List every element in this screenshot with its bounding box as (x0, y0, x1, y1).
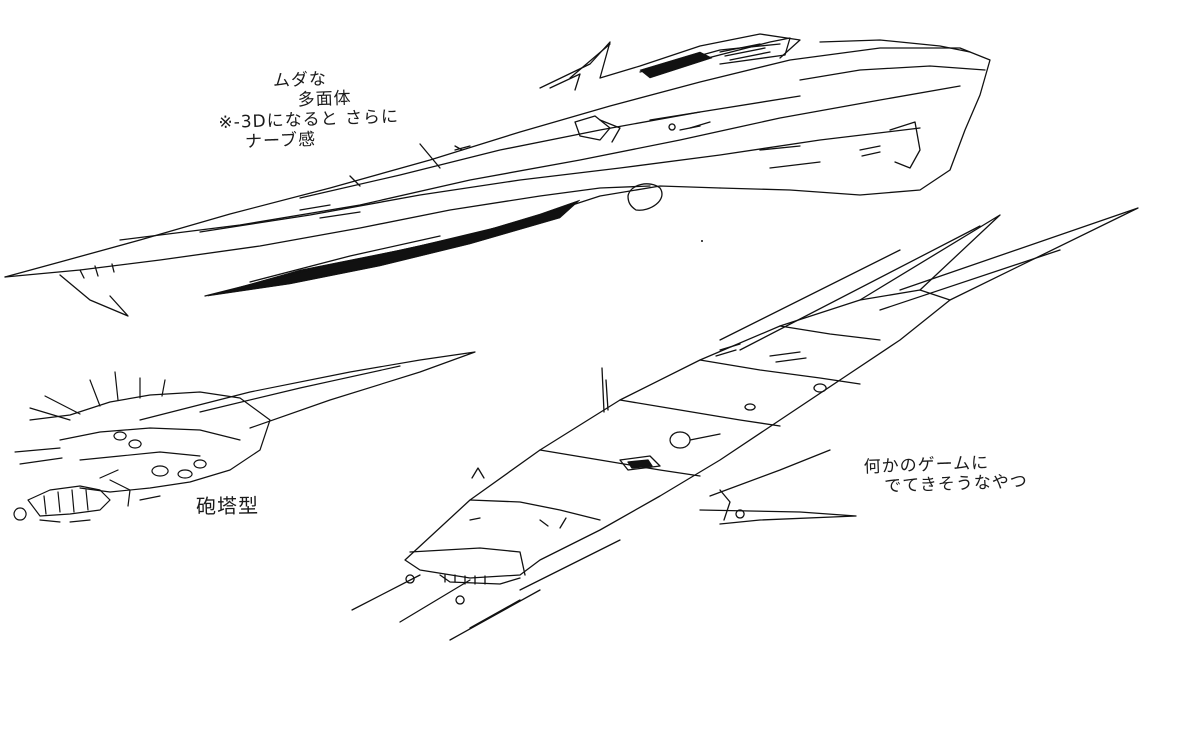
stray-dot (701, 240, 703, 242)
ship-top-sketch (4, 33, 991, 317)
annotation-top: ムダな 多面体 ※-3Dになると さらに ナーブ感 (217, 67, 400, 153)
ship-carrier-sketch (351, 207, 1139, 641)
ship-turret-sketch (13, 351, 476, 523)
annotation-turret: 砲塔型 (195, 493, 260, 519)
annotation-right: 何かのゲームに でてきそうなやつ (863, 453, 1028, 498)
